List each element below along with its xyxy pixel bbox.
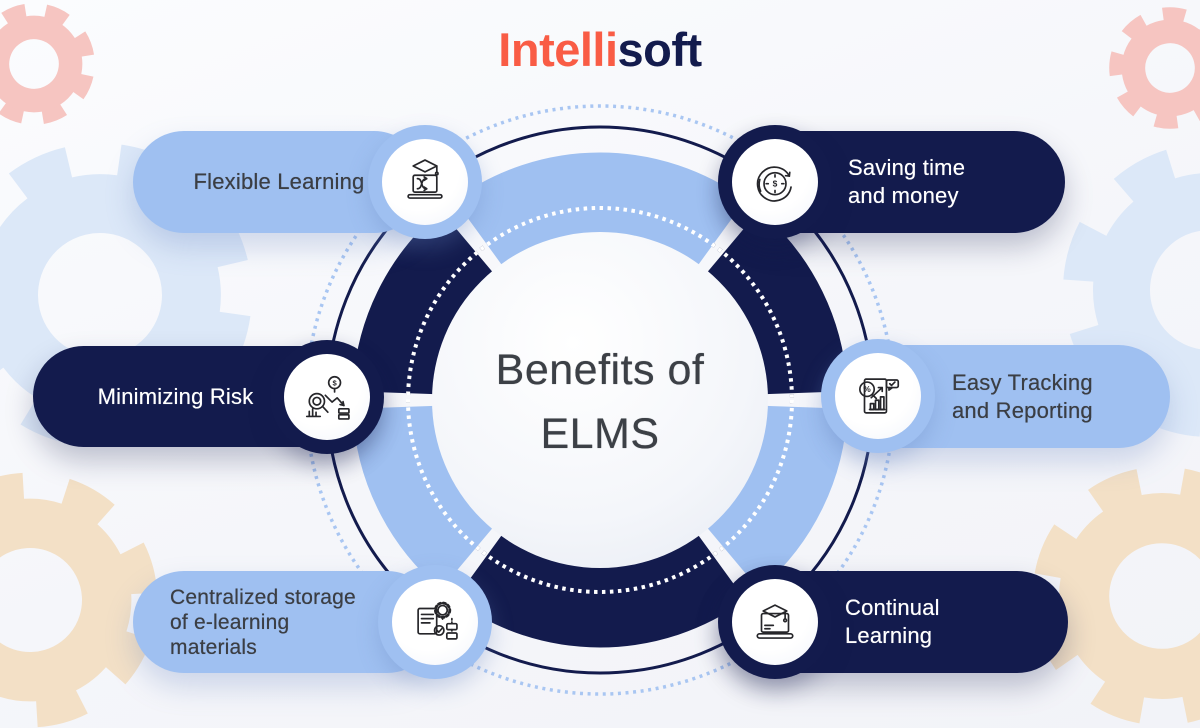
- benefit-label: of e-learning: [170, 610, 290, 634]
- icon-circle-continual: [732, 579, 818, 665]
- benefit-label: Saving time: [848, 155, 966, 180]
- icon-circle-flexible: [382, 139, 468, 225]
- benefit-label: Minimizing Risk: [97, 383, 254, 409]
- page-title-line2: of ELMS: [540, 346, 705, 458]
- ring-segment-upper-left: [352, 210, 497, 396]
- ring-segment-upper-right: [703, 210, 848, 396]
- document-gear-workflow-icon: [417, 601, 458, 640]
- benefit-pill-centralized-storage: Centralized storage of e-learning materi…: [133, 571, 438, 673]
- laptop-graduation-arrows-icon: [407, 159, 443, 199]
- report-percent-chart-icon: %: [859, 378, 900, 414]
- svg-text:$: $: [773, 179, 778, 189]
- icon-circle-saving: $: [732, 139, 818, 225]
- benefit-label: and money: [848, 183, 959, 208]
- center-circle: [432, 232, 768, 568]
- logo-text-navy: soft: [617, 23, 703, 76]
- benefit-label: Continual: [845, 595, 940, 620]
- logo-text-orange: Intelli: [498, 23, 618, 76]
- benefit-label: Centralized storage: [170, 585, 356, 609]
- risk-analysis-magnifier-icon: $: [305, 375, 350, 420]
- benefit-label: Flexible Learning: [193, 169, 365, 194]
- benefit-label: and Reporting: [952, 397, 1093, 423]
- intellisoft-logo: Intellisoft: [0, 22, 1200, 77]
- ring-segment-top: [454, 152, 746, 270]
- ring-segment-lower-right: [703, 404, 848, 590]
- ring-segment-lower-left: [352, 404, 497, 590]
- svg-text:$: $: [332, 378, 337, 387]
- benefit-label: Learning: [845, 623, 933, 648]
- icon-circle-easy: %: [835, 353, 921, 439]
- inner-dotted-circle-white: [406, 206, 794, 594]
- benefit-label: materials: [170, 635, 257, 659]
- ring-segment-bottom: [454, 530, 746, 648]
- icon-circle-minimizing: $: [284, 354, 370, 440]
- icon-circle-centralized: [392, 579, 478, 665]
- laptop-graduation-icon: [756, 604, 794, 639]
- clock-dollar-refresh-icon: $: [756, 166, 792, 202]
- benefit-label: Easy Tracking: [952, 369, 1093, 395]
- page-title-line1: Benefits: [495, 346, 656, 394]
- page-title: Benefits of ELMS: [450, 338, 750, 466]
- svg-text:%: %: [863, 384, 871, 394]
